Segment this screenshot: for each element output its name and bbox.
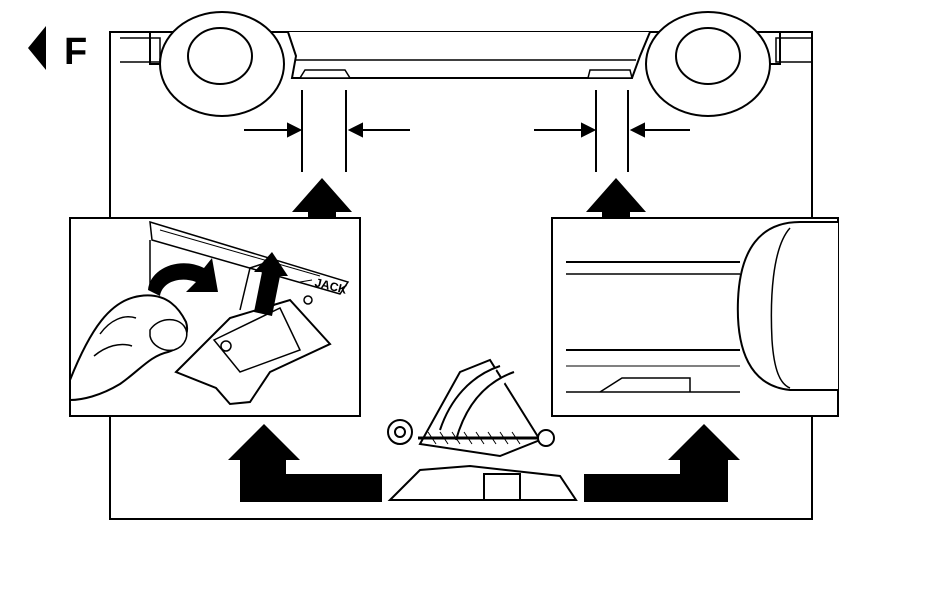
rear-jack-point — [587, 69, 633, 79]
body-jack-point — [599, 377, 691, 393]
front-jack-point — [298, 69, 352, 79]
jack-placement-detail: JACK — [69, 217, 361, 417]
left-return-arrow — [228, 424, 382, 502]
scissor-jack — [387, 358, 578, 501]
rear-jack-point-marker — [534, 90, 690, 172]
right-return-arrow — [584, 424, 740, 502]
rear-wheel — [645, 11, 771, 117]
vehicle-underside — [120, 11, 812, 117]
front-wheel — [159, 11, 285, 117]
left-arrow-icon — [28, 26, 46, 70]
front-jack-point-marker — [244, 90, 410, 172]
tire — [736, 221, 838, 391]
jack-point-detail — [551, 217, 839, 417]
front-up-arrow — [292, 178, 352, 220]
rocker-panel — [287, 31, 651, 79]
front-label: F — [64, 31, 87, 73]
lift-arrow-icon — [254, 252, 288, 316]
rotation-arrow-icon — [148, 258, 218, 296]
rear-up-arrow — [586, 178, 646, 220]
front-indicator: F — [28, 26, 87, 73]
